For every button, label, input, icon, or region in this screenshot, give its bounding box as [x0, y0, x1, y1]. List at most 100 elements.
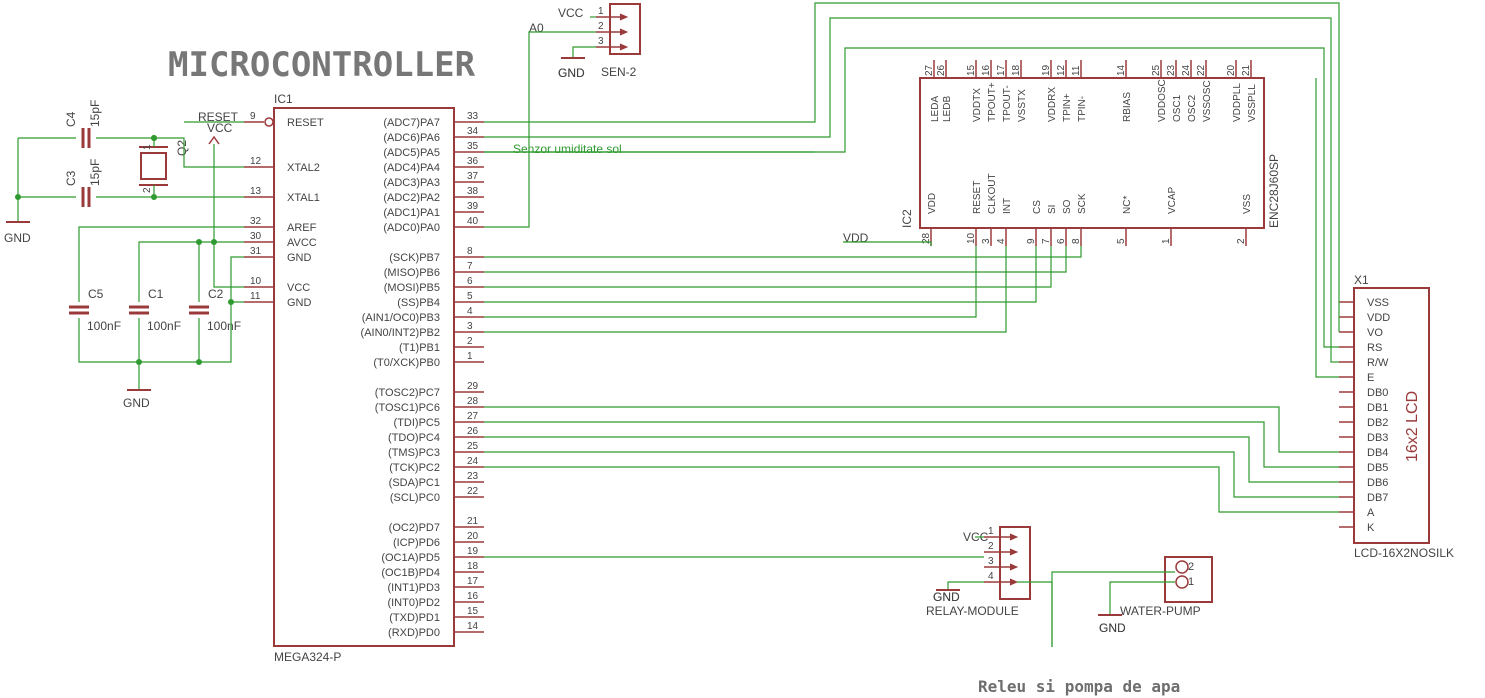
wire-segment	[138, 241, 244, 302]
wire-junction	[211, 239, 217, 245]
ic1-pin-number: 8	[467, 246, 473, 257]
ic1-pin-number: 24	[467, 456, 479, 467]
ic1-pin-name: (ADC6)PA6	[383, 132, 440, 144]
ic1-pin-name: VCC	[287, 282, 310, 294]
ic2-pin-number: 20	[1226, 64, 1237, 76]
relay-pin-number: 1	[988, 526, 994, 537]
ic2-pin-name: VSS	[1242, 194, 1253, 214]
lcd-pin-name: RS	[1367, 342, 1382, 354]
ic2-pin-name: RBIAS	[1122, 92, 1133, 122]
crystal-body	[140, 152, 167, 180]
lcd-name: X1	[1354, 273, 1369, 287]
crystal-name: Q2	[175, 140, 189, 156]
wire-segment	[484, 246, 1082, 258]
ic1-pin-name: (T0/XCK)PB0	[373, 357, 440, 369]
ic2-pin-number: 24	[1181, 64, 1192, 76]
ic1-pin-name: (TCK)PC2	[389, 462, 440, 474]
ic2-pin-number: 10	[966, 232, 977, 244]
ic1-pin-name: (AIN1/OC0)PB3	[362, 312, 440, 324]
ic2-pin-name: VDDTX	[972, 88, 983, 122]
ic1-pin-number: 18	[467, 561, 479, 572]
relay-pin-contact	[1009, 563, 1019, 571]
ic1-pin-number: 7	[467, 261, 473, 272]
wire-segment	[572, 46, 596, 58]
ic2-pin-number: 23	[1166, 64, 1177, 76]
lcd-pin-name: DB7	[1367, 492, 1388, 504]
ic1-pin-name: (OC2)PD7	[389, 522, 440, 534]
wire-segment	[484, 451, 1339, 498]
ic1-pin-number: 1	[467, 351, 473, 362]
ic2-vdd-label: VDD	[843, 231, 869, 245]
ic1-pin-number: 27	[467, 411, 479, 422]
ic1-pin-name: (TMS)PC3	[388, 447, 440, 459]
ic1-pin-number: 17	[467, 576, 479, 587]
sensor-name: SEN-2	[601, 65, 637, 79]
ic2-pin-name: SCK	[1077, 193, 1088, 214]
wire-junction	[151, 194, 157, 200]
ic2-top-pins: 27LEDA26LEDB15VDDTX16TPOUT+17TPOUT-18VSS…	[924, 60, 1258, 122]
ic1-pin-number: 4	[467, 306, 473, 317]
ic1-pin-name: (SS)PB4	[397, 297, 440, 309]
crystal-pin-2: 2	[142, 187, 153, 193]
wire-segment	[484, 246, 1052, 288]
ic2-pin-number: 19	[1041, 64, 1052, 76]
ic1-pin-name: GND	[287, 297, 312, 309]
wire-segment	[213, 144, 244, 288]
ic2-pin-number: 5	[1116, 238, 1127, 244]
sensor-net-label: Senzor umiditate sol	[513, 142, 622, 156]
ic1-pin-number: 35	[467, 141, 479, 152]
relay-gnd: GND	[933, 590, 960, 604]
water-pump: 2 1 WATER-PUMP GND	[1099, 556, 1213, 635]
wire-segment	[1315, 78, 1339, 378]
lcd-pin-name: DB6	[1367, 477, 1388, 489]
ic2-pin-name: VDDRX	[1047, 87, 1058, 122]
ic2-pin-name: VCAP	[1167, 186, 1178, 214]
capacitor-name: C1	[148, 287, 164, 301]
sensor-pin-number: 1	[598, 6, 604, 17]
ic1-pin-number: 11	[250, 291, 261, 302]
lcd-value: LCD-16X2NOSILK	[1354, 546, 1454, 560]
ic2-pin-name: LEDB	[942, 96, 953, 122]
ic1-pin-number: 20	[467, 531, 479, 542]
ic1-pin-name: (ADC2)PA2	[383, 192, 440, 204]
ic1-pin-number: 5	[467, 291, 473, 302]
ic1-pin-number: 3	[467, 321, 473, 332]
ic1-pin-number: 40	[467, 216, 479, 227]
sensor-a0: A0	[529, 21, 544, 35]
wire-segment	[1017, 581, 1053, 647]
ic2-pin-number: 17	[996, 64, 1007, 76]
capacitor-name: C2	[208, 287, 224, 301]
ic1-right-pins: 33(ADC7)PA734(ADC6)PA635(ADC5)PA536(ADC4…	[361, 111, 484, 639]
capacitor-value: 100nF	[87, 319, 121, 333]
ic1-pin-name: (ADC7)PA7	[383, 117, 440, 129]
ic1-left-pins: 9RESET12XTAL213XTAL132AREF30AVCC31GND10V…	[244, 111, 324, 309]
wire-segment	[78, 226, 244, 302]
ic2-pin-number: 9	[1026, 238, 1037, 244]
ic2-pin-name: VSSPLL	[1247, 84, 1258, 122]
ic2-pin-name: CLKOUT	[987, 173, 998, 214]
relay-body	[999, 526, 1031, 600]
relay-pin-contact	[1009, 578, 1019, 586]
ic1-pin-name: (MOSI)PB5	[384, 282, 440, 294]
ic2-pin-name: SO	[1062, 199, 1073, 214]
ic1-pin-number: 15	[467, 606, 479, 617]
ic1-pin-name: (TOSC2)PC7	[375, 387, 440, 399]
lcd-pin-name: A	[1367, 507, 1375, 519]
ic2-pin-name: VDD	[927, 193, 938, 214]
ic2-pin-name: CS	[1032, 200, 1043, 214]
ic1-pin-number: 23	[467, 471, 479, 482]
wire-segment	[484, 17, 1339, 363]
ic2-pin-name: OSC2	[1187, 94, 1198, 122]
sensor-pin-contact	[619, 28, 629, 36]
ic2-pin-number: 7	[1041, 238, 1052, 244]
ic2-pin-number: 1	[1161, 238, 1172, 244]
ic2-pin-name: TPOUT+	[987, 82, 998, 122]
ic2-pin-number: 28	[921, 232, 932, 244]
capacitor-value: 100nF	[207, 319, 241, 333]
sensor-pin-contact	[619, 43, 629, 51]
ic2-pin-name: RESET	[972, 181, 983, 214]
lcd-pin-name: DB1	[1367, 402, 1388, 414]
ic1-mega324p: IC1 MEGA324-P 9RESET12XTAL213XTAL132AREF…	[244, 92, 484, 664]
ic1-pin-number: 36	[467, 156, 479, 167]
